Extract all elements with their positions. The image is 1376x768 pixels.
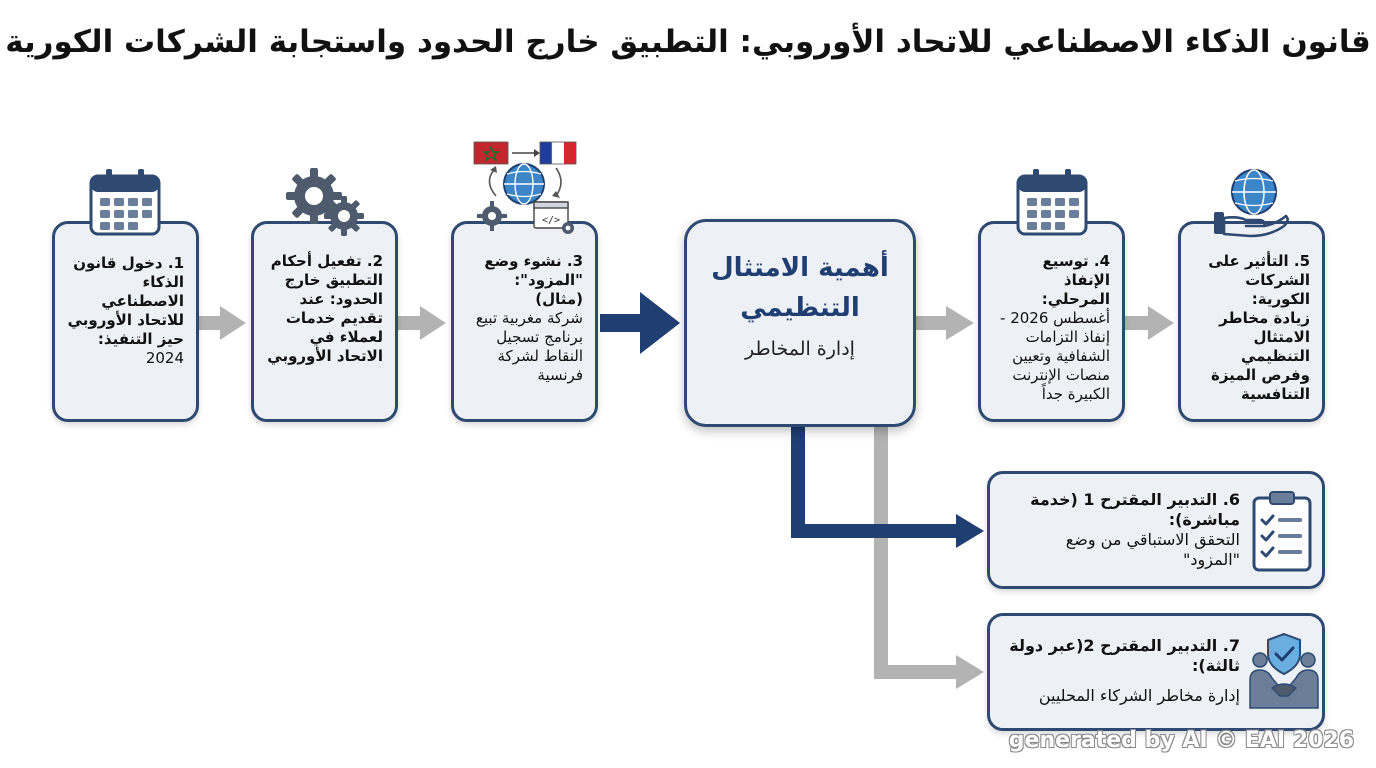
arrow-c-7-horizontal	[874, 665, 958, 679]
flag-morocco-icon	[473, 141, 509, 165]
step-7-body: إدارة مخاطر الشركاء المحليين	[1038, 686, 1240, 705]
step-5-heading: 5. التأثير على الشركات الكورية:	[1208, 252, 1310, 308]
center-compliance-box: أهمية الامتثال التنظيمي إدارة المخاطر	[684, 219, 916, 427]
handshake-shield-icon	[1249, 632, 1319, 709]
center-heading: أهمية الامتثال التنظيمي	[711, 253, 889, 323]
step-3-body: شركة مغربية تبيع برنامج تسجيل النقاط لشر…	[475, 309, 583, 384]
calendar-icon	[89, 169, 161, 236]
watermark: generated by AI © EAI 2026	[1008, 728, 1354, 753]
arrow-c-6-vertical	[791, 427, 805, 538]
step-1-body: 2024	[145, 349, 184, 367]
svg-text:</>: </>	[542, 215, 560, 226]
calendar-icon	[1016, 169, 1088, 236]
arrow-2-3-shaft	[398, 316, 420, 330]
step-6-heading: 6. التدبير المقترح 1 (خدمة مباشرة):	[1030, 490, 1240, 529]
step-6-body: التحقق الاستباقي من وضع "المزود"	[1065, 530, 1240, 569]
arrow-3-c-head	[640, 292, 680, 354]
step-4-body: أغسطس 2026 - إنفاذ التزامات الشفافية وتع…	[1000, 309, 1110, 403]
globe-flags-icon: </>	[473, 141, 577, 234]
step-1-heading: 1. دخول قانون الذكاء الاصطناعي للاتحاد ا…	[67, 254, 184, 348]
clipboard-checklist-icon	[1252, 491, 1312, 572]
step-5-body: زيادة مخاطر الامتثال التنظيمي وفرص الميز…	[1210, 309, 1310, 403]
center-subtitle: إدارة المخاطر	[745, 338, 855, 360]
step-3-heading: 3. نشوء وضع "المزود": (مثال)	[484, 252, 583, 308]
arrow-c-7-vertical	[874, 427, 888, 679]
step-1-box: 1. دخول قانون الذكاء الاصطناعي للاتحاد ا…	[52, 221, 199, 422]
step-2-heading: 2. تفعيل أحكام التطبيق خارج الحدود: عند …	[267, 252, 383, 365]
arrow-1-2-shaft	[198, 316, 220, 330]
step-7-box: 7. التدبير المقترح 2(عبر دولة ثالثة): إد…	[987, 613, 1325, 731]
arrow-c-6-head	[956, 514, 984, 548]
arrow-4-5-head	[1148, 306, 1174, 340]
page-title: قانون الذكاء الاصطناعي للاتحاد الأوروبي:…	[5, 24, 1371, 60]
arrow-c-4-head	[946, 306, 974, 340]
arrow-3-c-shaft	[600, 314, 642, 332]
globe-hand-icon	[1214, 169, 1289, 238]
arrow-2-3-head	[420, 306, 446, 340]
step-4-box: 4. توسيع الإنفاذ المرحلي: أغسطس 2026 - إ…	[978, 221, 1125, 422]
gears-icon	[286, 168, 364, 236]
step-2-box: 2. تفعيل أحكام التطبيق خارج الحدود: عند …	[251, 221, 398, 422]
step-7-heading: 7. التدبير المقترح 2(عبر دولة ثالثة):	[1009, 636, 1240, 675]
arrow-c-7-head	[956, 655, 984, 689]
arrow-1-2-head	[220, 306, 246, 340]
flag-france-icon	[540, 142, 552, 164]
step-5-box: 5. التأثير على الشركات الكورية: زيادة مخ…	[1178, 221, 1325, 422]
arrow-c-4-shaft	[916, 316, 948, 330]
step-3-box: 3. نشوء وضع "المزود": (مثال) شركة مغربية…	[451, 221, 598, 422]
arrow-c-6-horizontal	[791, 524, 959, 538]
step-4-heading: 4. توسيع الإنفاذ المرحلي:	[1041, 252, 1110, 308]
arrow-4-5-shaft	[1124, 316, 1150, 330]
